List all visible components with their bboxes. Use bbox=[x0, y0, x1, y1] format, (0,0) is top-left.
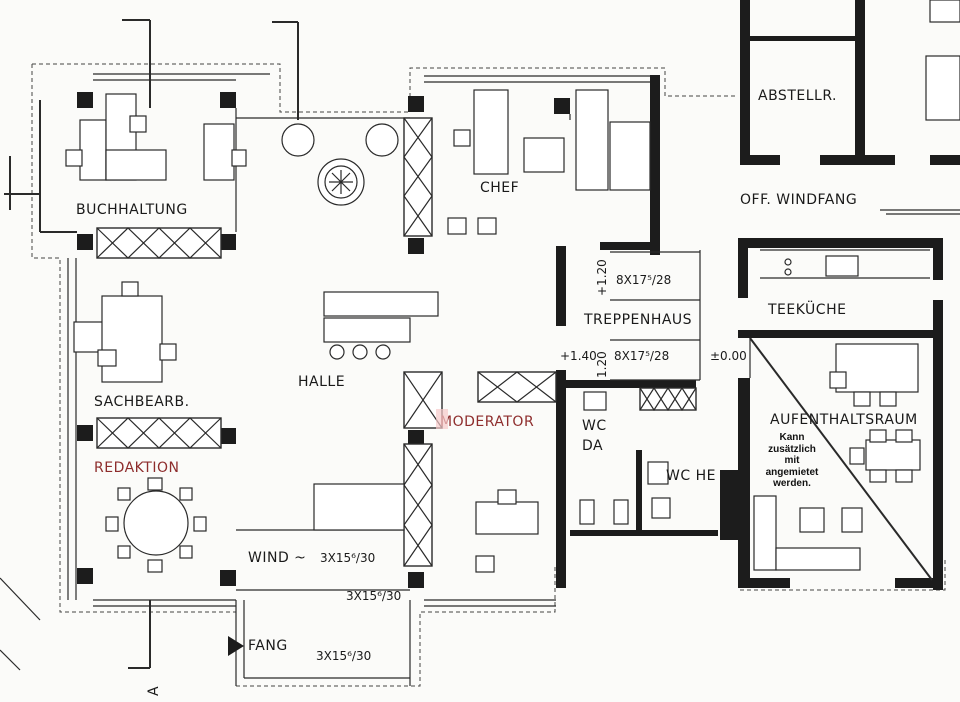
label-chef: CHEF bbox=[480, 180, 519, 196]
label-fang: FANG bbox=[248, 638, 288, 654]
label-wind: WIND ~ bbox=[248, 550, 306, 566]
dashed-outlines bbox=[31, 63, 946, 687]
dim-level-left: +1.40 bbox=[560, 349, 597, 363]
dim-level-zero: ±0.00 bbox=[710, 349, 747, 363]
label-off-windfang: OFF. WINDFANG bbox=[740, 192, 857, 208]
dim-steps-fang: 3X15⁶/30 bbox=[316, 649, 371, 663]
room-labels: BUCHHALTUNG CHEF ABSTELLR. OFF. WINDFANG… bbox=[76, 88, 918, 654]
misc-lines bbox=[0, 19, 960, 671]
note-line-4: angemietet bbox=[765, 466, 819, 478]
label-abstellraum: ABSTELLR. bbox=[758, 88, 837, 104]
label-sachbearbeitung: SACHBEARB. bbox=[94, 394, 190, 410]
label-treppenhaus: TREPPENHAUS bbox=[583, 312, 692, 328]
section-marker: A bbox=[146, 686, 162, 696]
dimension-labels: 8X17⁵/28 8X17⁵/28 +1.20 1.20 +1.40 ±0.00… bbox=[146, 259, 747, 696]
dim-stair-lower: 8X17⁵/28 bbox=[614, 349, 669, 363]
dim-steps-wind: 3X15⁶/30 bbox=[320, 551, 375, 565]
dim-level-lower: 1.20 bbox=[595, 351, 609, 378]
label-moderator: MODERATOR bbox=[440, 414, 534, 430]
label-buchhaltung: BUCHHALTUNG bbox=[76, 202, 188, 218]
label-teekueche: TEEKÜCHE bbox=[767, 300, 846, 318]
dim-steps-right: 3X15⁶/30 bbox=[346, 589, 401, 603]
partitions bbox=[39, 73, 930, 686]
dim-stair-upper: 8X17⁵/28 bbox=[616, 273, 671, 287]
dim-level-upper: +1.20 bbox=[595, 259, 609, 296]
label-aufenthaltsraum: AUFENTHALTSRAUM bbox=[770, 412, 918, 428]
note-line-2: zusätzlich bbox=[768, 443, 816, 455]
walls bbox=[77, 0, 960, 590]
label-halle: HALLE bbox=[298, 374, 345, 390]
note-line-3: mit bbox=[784, 455, 800, 466]
label-redaktion: REDAKTION bbox=[94, 460, 179, 476]
label-wc-da: WC bbox=[582, 418, 607, 434]
rental-note: Kann zusätzlich mit angemietet werden. bbox=[752, 432, 832, 490]
hatched-panels bbox=[96, 117, 697, 567]
label-wc-he: WC HE bbox=[666, 468, 716, 484]
label-wc-da-sub: DA bbox=[582, 438, 603, 454]
furniture bbox=[65, 0, 960, 573]
note-line-5: werden. bbox=[773, 478, 811, 489]
note-line-1: Kann bbox=[779, 432, 805, 443]
moderator-highlight bbox=[436, 409, 448, 429]
